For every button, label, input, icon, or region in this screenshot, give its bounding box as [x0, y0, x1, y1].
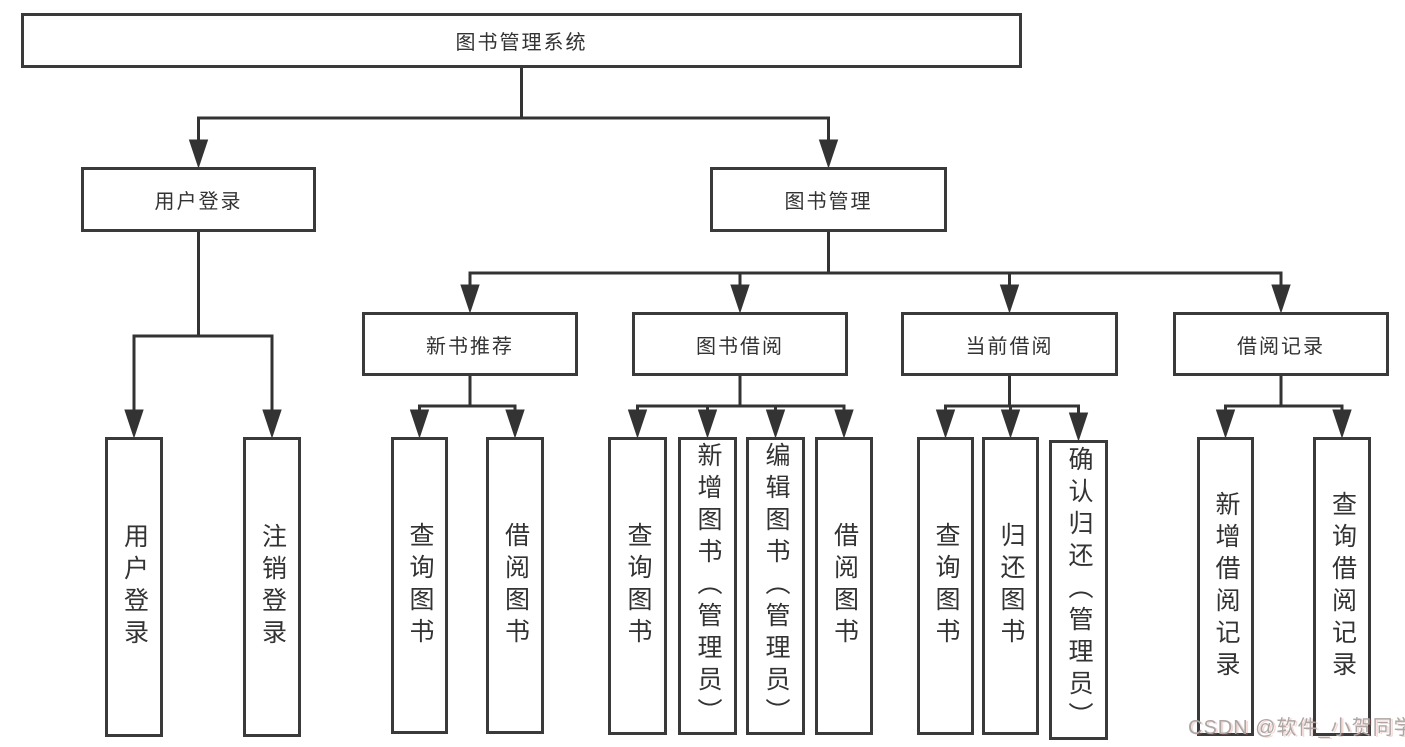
arrowhead	[1332, 409, 1352, 439]
arrowhead	[262, 409, 282, 439]
node-leaf-logout: 注销登录	[243, 437, 301, 737]
arrowhead	[697, 409, 718, 439]
node-leaf-cb-query-books: 查询图书	[917, 437, 974, 735]
node-borrow-records: 借阅记录	[1173, 312, 1389, 376]
node-leaf-bb-query-books: 查询图书	[608, 437, 667, 735]
arrowhead	[818, 139, 839, 169]
arrowhead	[1271, 284, 1291, 314]
arrowhead	[730, 284, 750, 314]
arrowhead	[1000, 409, 1021, 439]
arrowhead	[1068, 412, 1089, 442]
arrowhead	[1215, 409, 1236, 439]
node-book-mgmt: 图书管理	[710, 167, 947, 232]
node-current-borrow: 当前借阅	[901, 312, 1118, 376]
arrowhead	[935, 409, 956, 439]
arrowhead	[765, 409, 786, 439]
arrowhead	[409, 409, 430, 439]
node-user-login: 用户登录	[81, 167, 316, 232]
node-leaf-cb-confirm-return: 确认归还（管理员）	[1049, 440, 1108, 740]
arrowhead	[460, 284, 480, 314]
node-root: 图书管理系统	[21, 13, 1022, 68]
node-leaf-cb-return-books: 归还图书	[982, 437, 1039, 735]
arrowhead	[188, 139, 209, 169]
node-leaf-br-add-record: 新增借阅记录	[1197, 437, 1254, 736]
arrowhead	[505, 409, 525, 439]
arrowhead	[999, 284, 1020, 314]
arrowhead	[627, 409, 648, 439]
node-leaf-bb-borrow-books: 借阅图书	[815, 437, 873, 735]
arrowhead	[124, 409, 144, 439]
arrowhead	[834, 409, 854, 439]
node-leaf-nbr-query-books: 查询图书	[391, 437, 448, 734]
node-book-borrow: 图书借阅	[632, 312, 848, 376]
node-leaf-user-login: 用户登录	[105, 437, 163, 737]
node-leaf-bb-edit-books: 编辑图书（管理员）	[746, 437, 805, 735]
node-leaf-nbr-borrow-books: 借阅图书	[486, 437, 544, 734]
node-new-book-rec: 新书推荐	[362, 312, 578, 376]
node-leaf-br-query-record: 查询借阅记录	[1313, 437, 1371, 736]
node-leaf-bb-add-books: 新增图书（管理员）	[678, 437, 737, 735]
csdn-watermark: CSDN @软件_小贺同学	[1188, 717, 1405, 739]
